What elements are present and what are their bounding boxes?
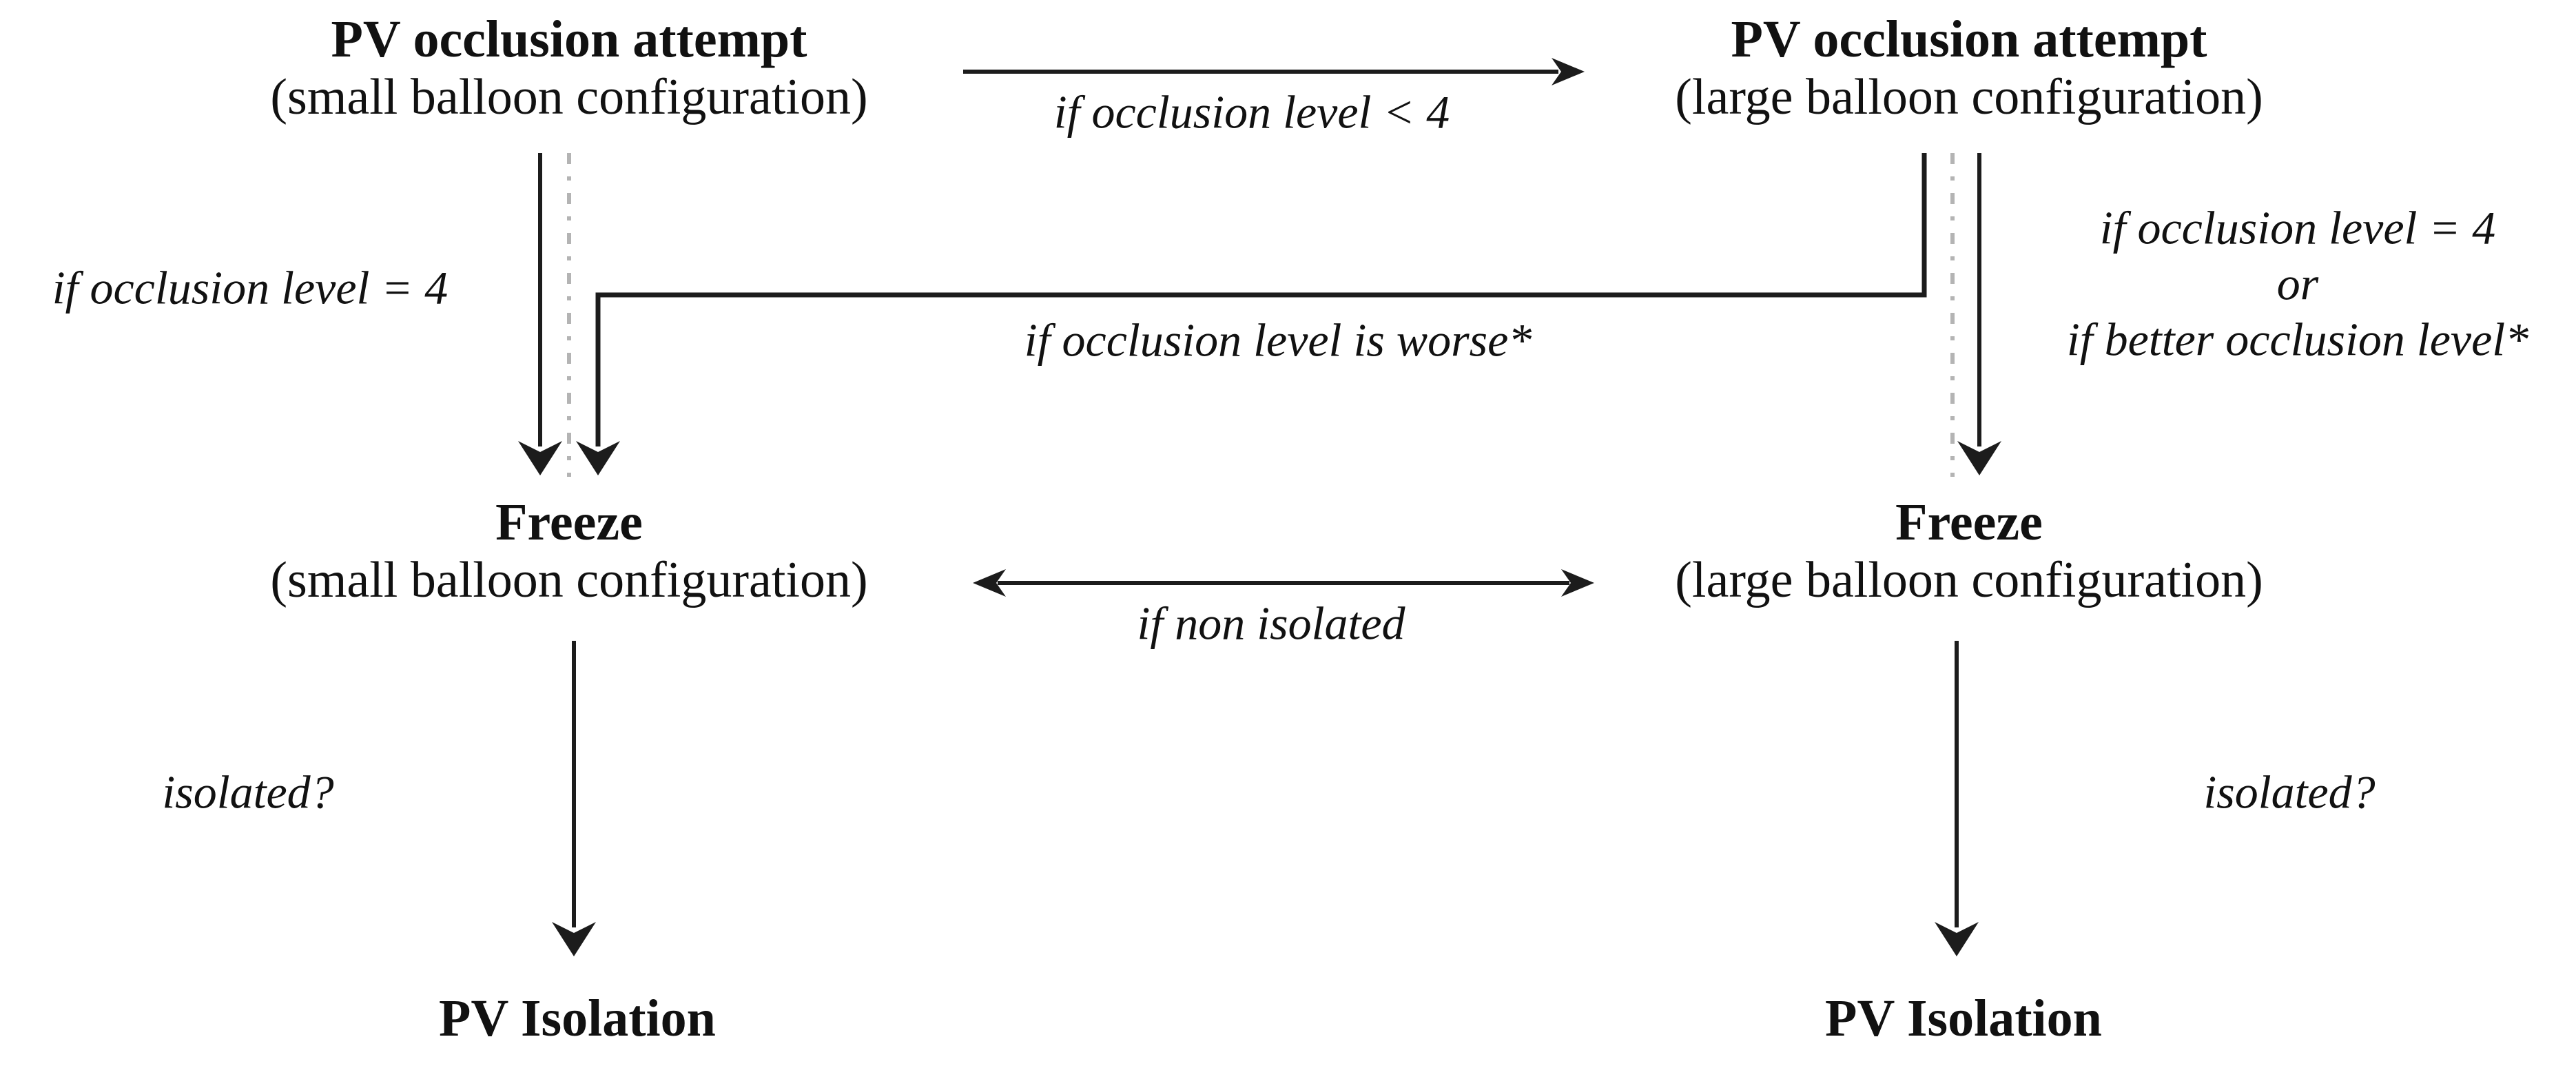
arrow-freeze-exchange xyxy=(973,569,1594,597)
node-title: Freeze xyxy=(1895,493,2043,551)
edge-label-line: if occlusion level = 4 xyxy=(2099,201,2496,254)
node-subtitle: (small balloon configuration) xyxy=(270,69,868,125)
edge-label-line: if better occlusion level* xyxy=(2066,313,2529,366)
node-subtitle: (small balloon configuration) xyxy=(270,552,868,608)
node-title: PV occlusion attempt xyxy=(331,10,807,68)
arrow-large-attempt-to-freeze xyxy=(1957,153,2001,475)
node-pv-attempt-large: PV occlusion attempt (large balloon conf… xyxy=(1675,10,2263,126)
node-pv-attempt-small: PV occlusion attempt (small balloon conf… xyxy=(270,10,867,126)
edge-label-occlusion-lt-4: if occlusion level < 4 xyxy=(1053,85,1450,138)
arrow-freeze-large-to-isolation xyxy=(1935,641,1979,956)
edge-label-occlusion-eq-4-left: if occlusion level = 4 xyxy=(52,261,449,314)
node-subtitle: (large balloon configuration) xyxy=(1675,69,2263,125)
node-pv-isolation-left: PV Isolation xyxy=(439,989,716,1047)
edge-label-non-isolated: if non isolated xyxy=(1137,597,1405,650)
edge-label-isolated-left: isolated? xyxy=(162,766,334,819)
arrow-small-attempt-to-freeze xyxy=(518,153,562,475)
arrow-freeze-small-to-isolation xyxy=(552,641,596,956)
node-freeze-large: Freeze (large balloon configuration) xyxy=(1675,493,2263,609)
node-title: PV Isolation xyxy=(1825,989,2102,1047)
edge-label-isolated-right: isolated? xyxy=(2203,766,2376,819)
arrow-large-attempt-to-freeze-small xyxy=(576,153,1927,475)
edge-label-occlusion-eq-4-right: if occlusion level = 4 or if better occl… xyxy=(2067,201,2528,368)
edge-label-line: or xyxy=(2276,257,2319,310)
arrow-small-to-large-attempt xyxy=(963,58,1585,85)
node-pv-isolation-right: PV Isolation xyxy=(1825,989,2102,1047)
node-freeze-small: Freeze (small balloon configuration) xyxy=(270,493,867,609)
node-title: Freeze xyxy=(495,493,643,551)
node-title: PV Isolation xyxy=(439,989,716,1047)
node-subtitle: (large balloon configuration) xyxy=(1675,552,2263,608)
edge-label-occlusion-worse: if occlusion level is worse* xyxy=(1024,314,1532,367)
node-title: PV occlusion attempt xyxy=(1731,10,2207,68)
